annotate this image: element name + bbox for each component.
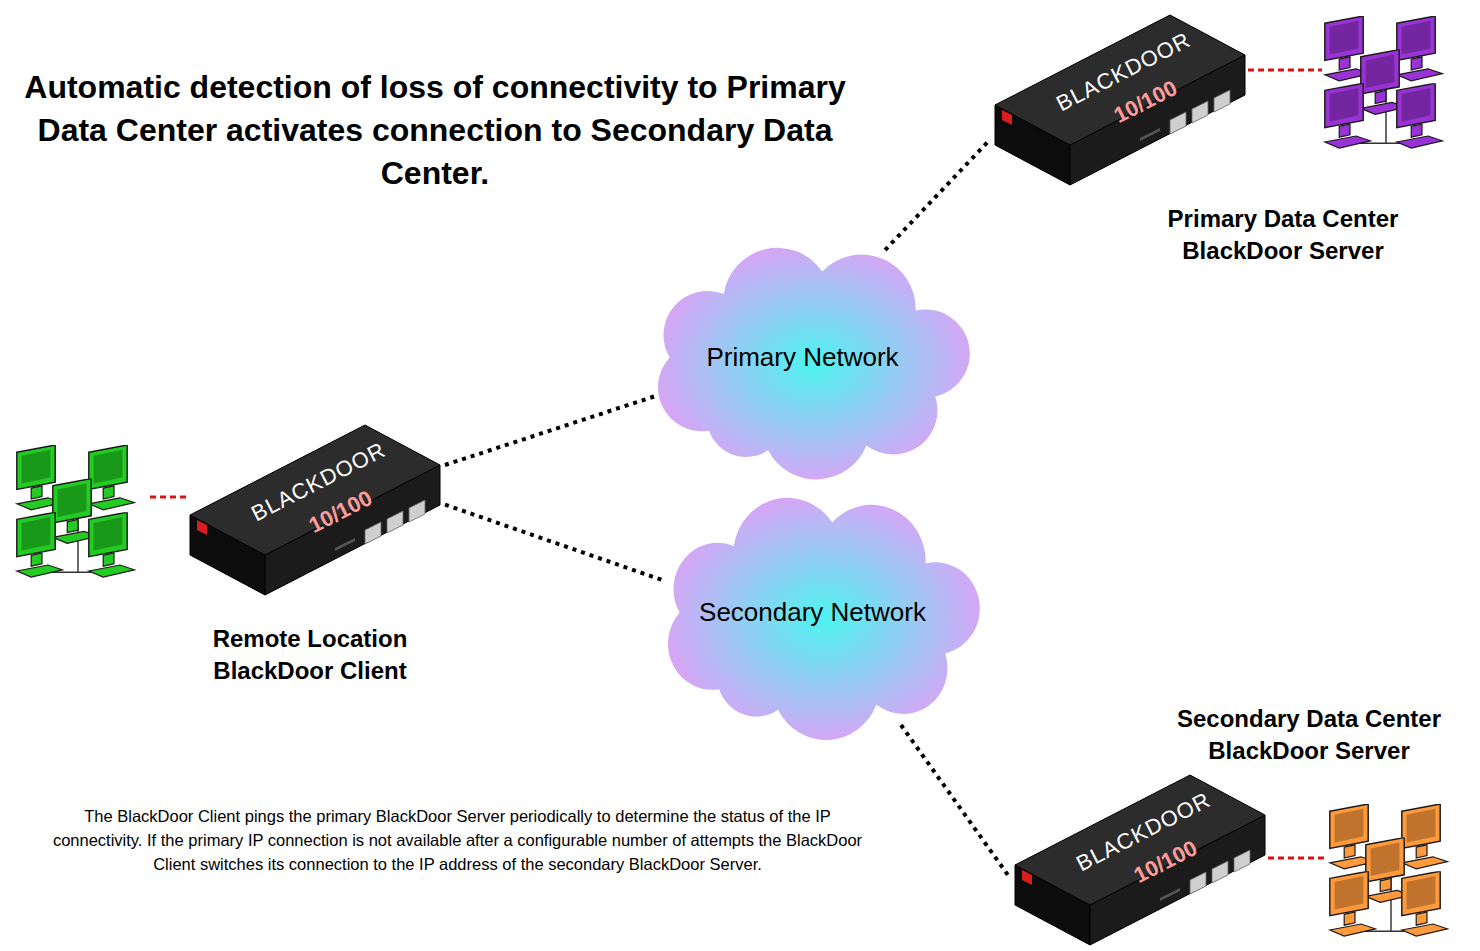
network-name: Secondary Network [699, 597, 926, 628]
lan-link [150, 496, 190, 499]
diagram-title: Automatic detection of loss of connectiv… [20, 66, 850, 195]
blackdoor-device: BLACKDOOR10/100Secondary Data Center Bla… [1010, 770, 1270, 950]
computer-cluster [17, 445, 135, 577]
lan-link [1268, 857, 1326, 860]
computer-cluster [1325, 16, 1443, 148]
network-link [445, 396, 655, 465]
network-link [901, 725, 1010, 878]
blackdoor-device: BLACKDOOR10/100Primary Data Center Black… [990, 10, 1250, 190]
blackdoor-device: BLACKDOOR10/100Remote Location BlackDoor… [185, 420, 445, 600]
device-label: Secondary Data Center BlackDoor Server [1149, 703, 1469, 767]
device-label: Primary Data Center BlackDoor Server [1133, 203, 1433, 267]
computer-cluster [1330, 804, 1448, 936]
network-link [445, 505, 665, 581]
network-link [885, 140, 990, 250]
lan-link [1248, 69, 1322, 72]
network-name: Primary Network [706, 342, 898, 373]
device-label: Remote Location BlackDoor Client [185, 623, 435, 687]
network-cloud: Primary Network [655, 250, 950, 465]
network-cloud: Secondary Network [665, 500, 960, 725]
diagram-caption: The BlackDoor Client pings the primary B… [40, 804, 875, 876]
